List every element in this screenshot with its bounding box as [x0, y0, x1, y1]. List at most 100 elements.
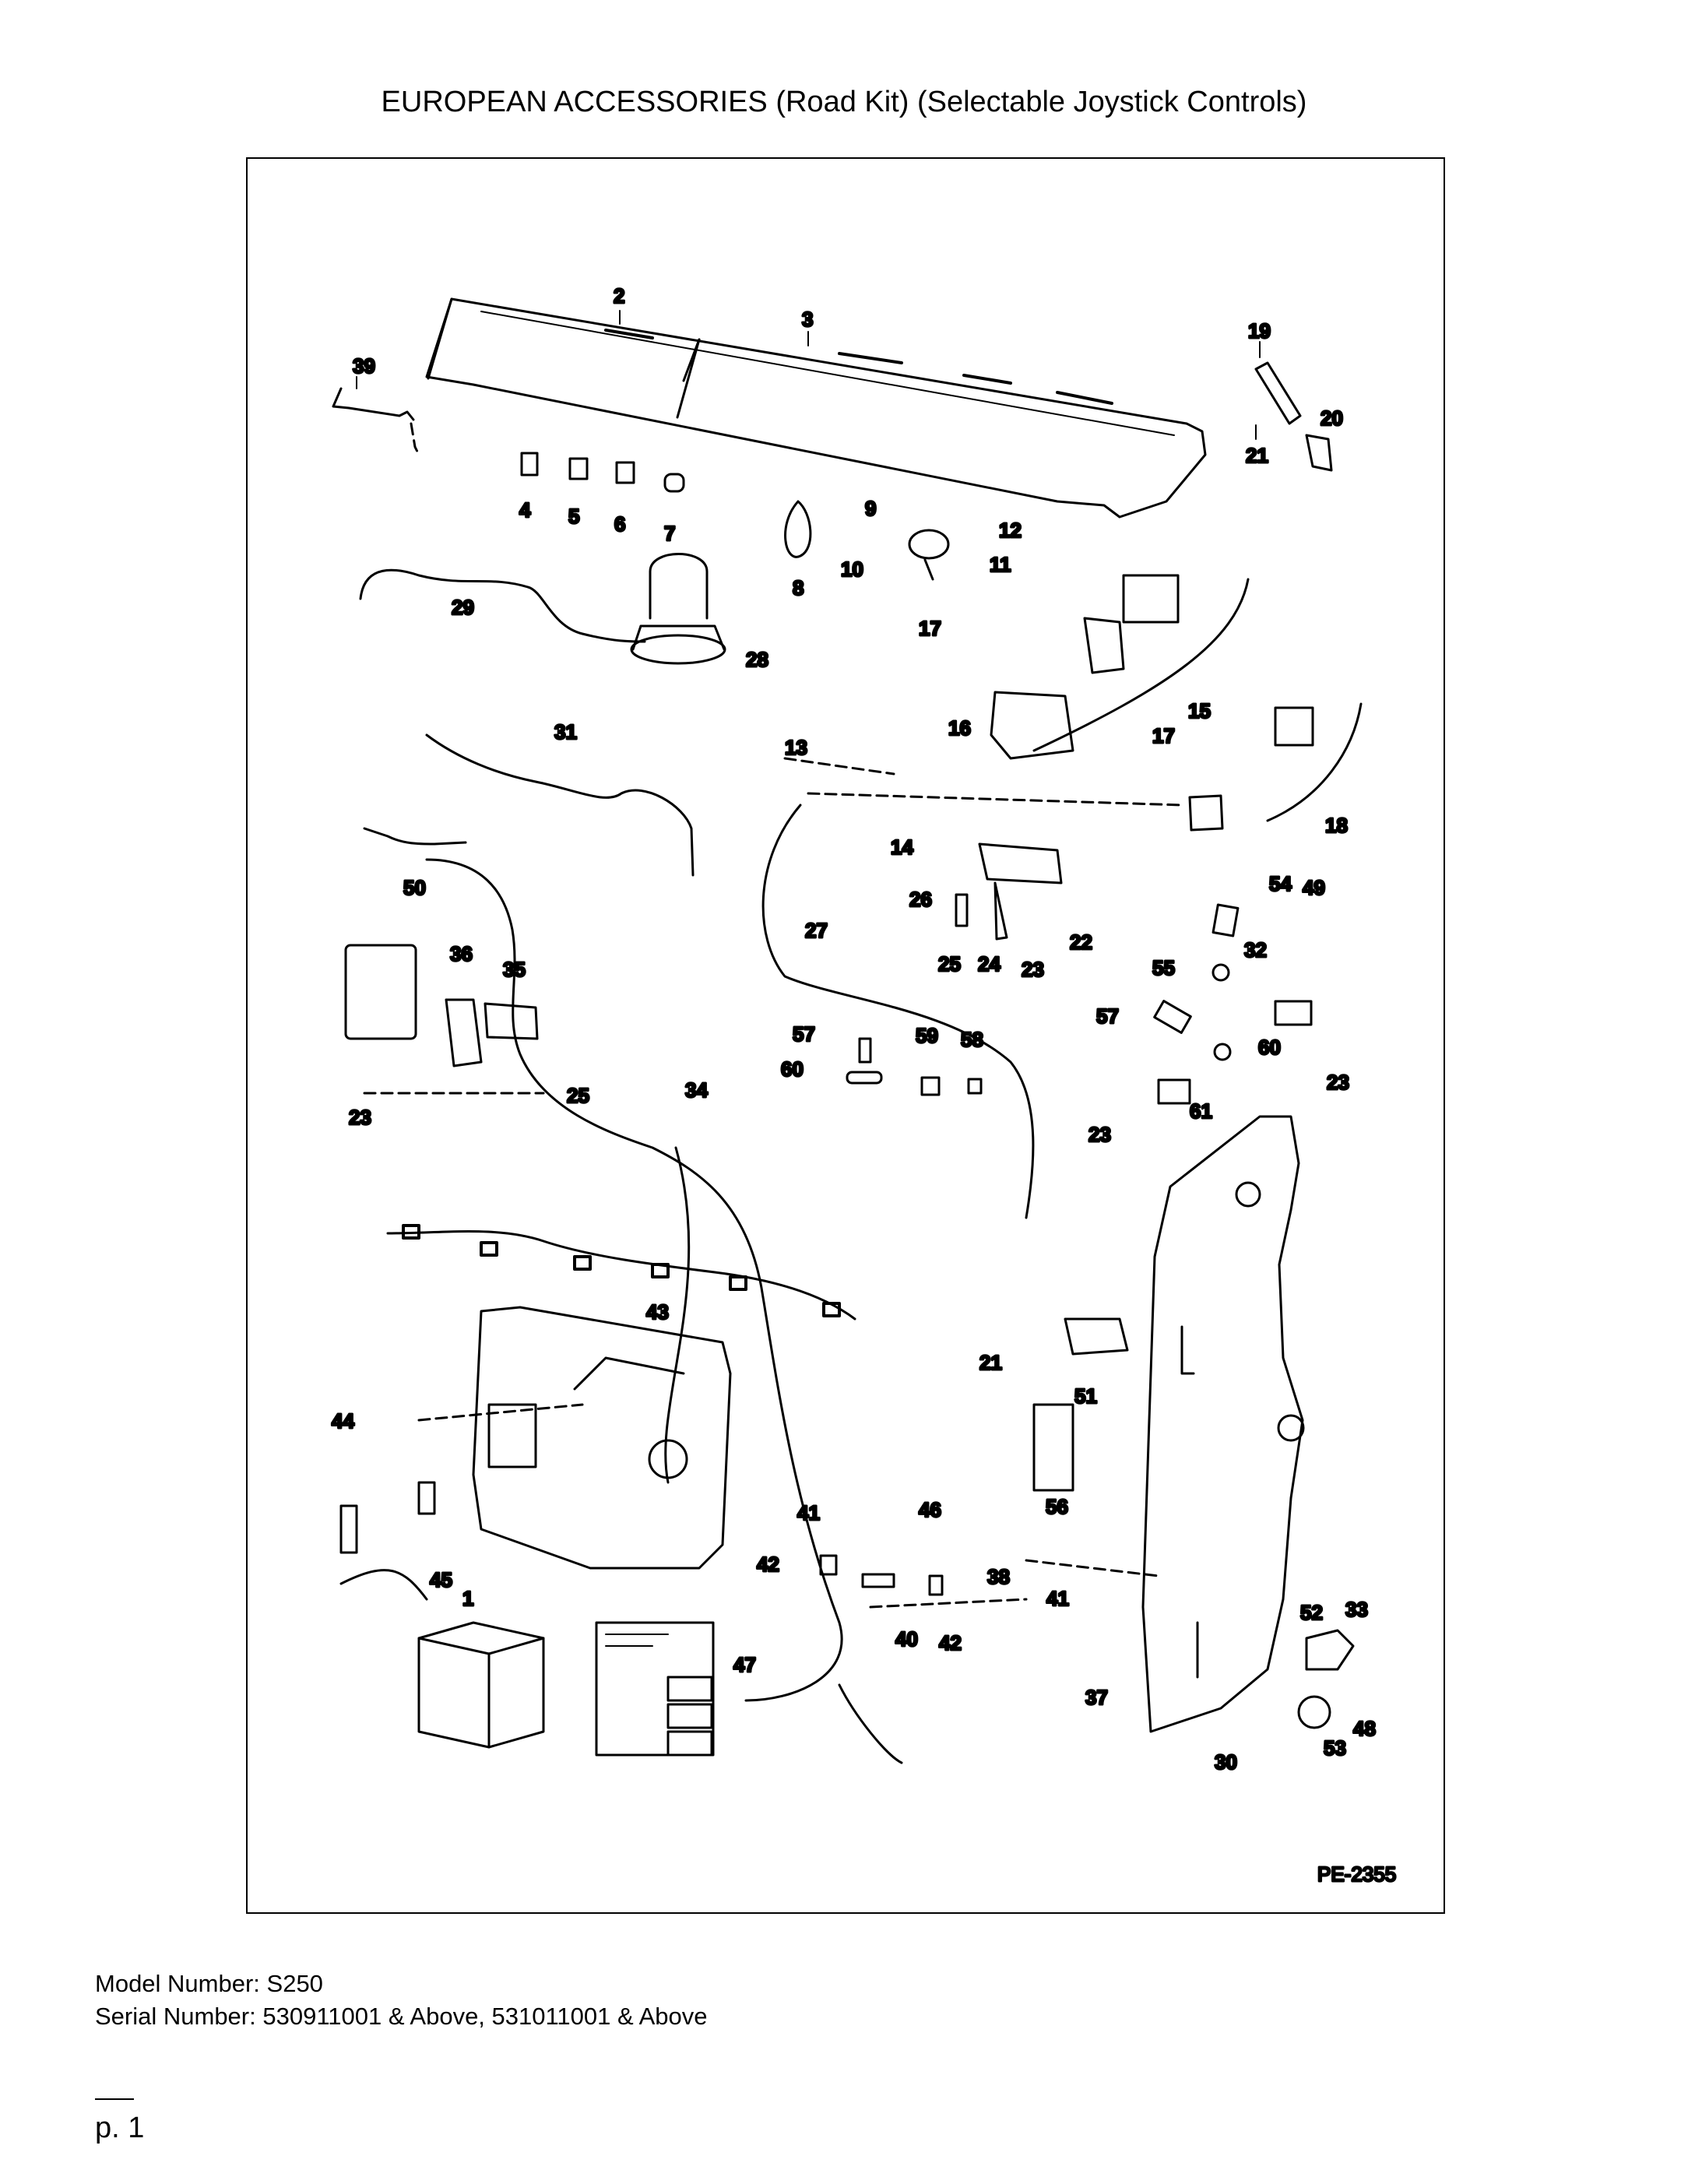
- callout-40: 40: [895, 1627, 918, 1651]
- callout-57-right: 57: [1096, 1004, 1119, 1028]
- callout-42-left: 42: [757, 1553, 779, 1576]
- callout-41-right: 41: [1046, 1587, 1069, 1610]
- callout-60-right: 60: [1258, 1036, 1281, 1059]
- switch-parts-4-7: [520, 452, 685, 493]
- callout-9: 9: [865, 497, 876, 520]
- harness-connectors: [402, 1224, 841, 1317]
- callout-37: 37: [1085, 1686, 1108, 1709]
- callout-5: 5: [568, 505, 579, 528]
- callout-23-right: 23: [1327, 1071, 1349, 1094]
- callout-48: 48: [1353, 1717, 1376, 1740]
- callout-55: 55: [1152, 956, 1175, 979]
- loader-frame-upright: [1141, 1115, 1305, 1733]
- callout-19: 19: [1248, 319, 1271, 343]
- callout-6: 6: [614, 512, 625, 536]
- serial-number: Serial Number: 530911001 & Above, 531011…: [95, 2003, 708, 2030]
- harness-branch: [664, 1146, 691, 1484]
- callout-49: 49: [1303, 876, 1325, 899]
- dashed-leader: [869, 1598, 1028, 1609]
- harness-part-50: [363, 827, 467, 846]
- callout-28: 28: [746, 648, 768, 671]
- box-part-1: [417, 1621, 545, 1749]
- callout-23-mid: 23: [1022, 958, 1044, 981]
- harness-part-27: [761, 804, 1035, 1219]
- callout-51: 51: [1074, 1384, 1097, 1408]
- callout-25-left: 25: [567, 1084, 589, 1107]
- callout-16: 16: [948, 716, 971, 740]
- callout-10: 10: [841, 557, 863, 581]
- switch-parts-32-61: [1153, 903, 1313, 1105]
- callout-39: 39: [353, 354, 375, 378]
- callout-45: 45: [430, 1568, 452, 1591]
- callout-20: 20: [1321, 406, 1343, 430]
- main-harness: [386, 1230, 856, 1321]
- callout-24: 24: [978, 952, 1000, 976]
- parts-diagram-frame: 2 3 19 20 21 39 4 5 6 7 8 9 10 11 12 17 …: [246, 157, 1445, 1914]
- decal-sheet-part-47: [595, 1621, 715, 1757]
- callout-60-mid: 60: [781, 1057, 804, 1081]
- harness-part-31: [425, 733, 695, 877]
- callout-7: 7: [664, 522, 675, 545]
- callout-2: 2: [614, 284, 624, 308]
- callout-21: 21: [1246, 444, 1268, 467]
- callout-56: 56: [1046, 1495, 1068, 1518]
- callout-42-right: 42: [939, 1631, 962, 1655]
- callout-47: 47: [733, 1653, 756, 1676]
- exploded-parts-diagram: 2 3 19 20 21 39 4 5 6 7 8 9 10 11 12 17 …: [331, 283, 1398, 1887]
- callout-23-left: 23: [349, 1106, 371, 1129]
- callout-41-left: 41: [797, 1501, 820, 1525]
- callout-57-mid: 57: [793, 1022, 815, 1046]
- callout-26: 26: [909, 888, 932, 911]
- callout-leaders: [356, 310, 1261, 440]
- callout-17-top: 17: [919, 617, 941, 640]
- wire-part-39: [332, 387, 420, 456]
- callout-23-lower: 23: [1088, 1123, 1111, 1146]
- callout-61: 61: [1190, 1099, 1212, 1123]
- bracket-parts-19-20: [1254, 361, 1333, 472]
- callout-13: 13: [785, 736, 807, 759]
- callout-36: 36: [450, 942, 473, 965]
- callout-50: 50: [403, 876, 426, 899]
- part-45: [339, 1481, 436, 1554]
- page-number: p. 1: [95, 2112, 145, 2144]
- switch-parts-57-60: [846, 1037, 983, 1096]
- callout-53: 53: [1324, 1736, 1346, 1760]
- callout-46: 46: [919, 1498, 941, 1521]
- dashed-leader: [1025, 1559, 1160, 1577]
- switch-panel-parts-51-56: [1032, 1317, 1129, 1492]
- dashed-leader: [417, 1403, 584, 1422]
- horn-part-9: [908, 529, 950, 581]
- top-panel-parts-2-3: [425, 297, 1207, 519]
- light-assembly-parts-15-18: [990, 574, 1363, 832]
- callout-3: 3: [802, 308, 813, 331]
- callout-34: 34: [685, 1078, 708, 1102]
- callout-17-right: 17: [1152, 724, 1175, 747]
- callout-11: 11: [990, 553, 1011, 576]
- callout-1: 1: [462, 1587, 473, 1610]
- callout-22: 22: [1070, 930, 1092, 954]
- harness-tail: [838, 1683, 903, 1764]
- harness-part-34: [425, 858, 843, 1702]
- callout-21-lower: 21: [979, 1351, 1002, 1374]
- callout-33: 33: [1345, 1598, 1368, 1621]
- callout-8: 8: [793, 576, 804, 600]
- callout-43: 43: [646, 1300, 669, 1324]
- callout-18: 18: [1325, 814, 1348, 837]
- callout-35: 35: [503, 958, 526, 981]
- callout-44: 44: [332, 1409, 354, 1433]
- harness-part-29: [359, 568, 646, 643]
- callout-15: 15: [1188, 699, 1211, 723]
- page-title: EUROPEAN ACCESSORIES (Road Kit) (Selecta…: [381, 86, 1307, 118]
- callout-30: 30: [1215, 1750, 1237, 1774]
- mount-bracket-parts-22-26: [955, 842, 1063, 941]
- callout-59: 59: [916, 1024, 938, 1047]
- callout-52: 52: [1300, 1601, 1323, 1624]
- switch-parts-38-42: [819, 1554, 944, 1596]
- callout-14: 14: [891, 835, 913, 859]
- footer-rule: [95, 2098, 134, 2100]
- callout-38: 38: [987, 1565, 1010, 1588]
- part-45-wire: [339, 1569, 428, 1601]
- callout-25-mid: 25: [938, 952, 961, 976]
- callout-58: 58: [961, 1028, 983, 1051]
- model-number: Model Number: S250: [95, 1970, 323, 1997]
